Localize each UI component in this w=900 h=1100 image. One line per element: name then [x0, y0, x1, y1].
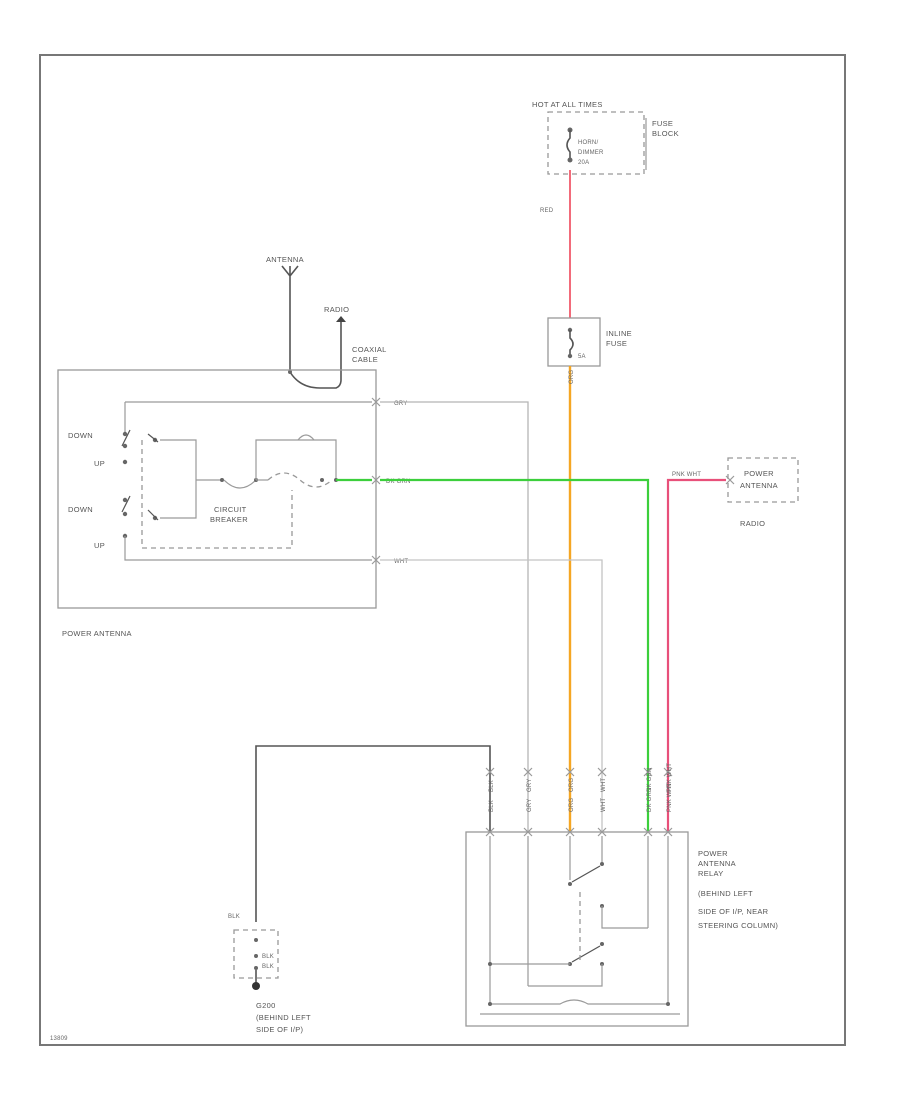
relay-label-1: POWER: [698, 849, 728, 858]
relay-wire-label-blk-2: BLK: [489, 800, 495, 812]
radio-top-label: RADIO: [324, 305, 349, 314]
relay-wire-label-dk-grn-1: DK GRN: [647, 767, 653, 792]
splice-label-2: BLK: [262, 964, 274, 970]
relay-label-6: STEERING COLUMN): [698, 921, 778, 930]
switch-up-label-1: UP: [94, 459, 105, 468]
switch-down-label-2: DOWN: [68, 505, 93, 514]
fuse-terminal-bottom: [567, 157, 573, 163]
splice-label-1: BLK: [262, 954, 274, 960]
circuit-breaker: [196, 434, 338, 489]
relay-wire-label-pnk-wht-1: PNK WHT: [667, 763, 673, 792]
fuse-id-line-2: DIMMER: [578, 150, 604, 156]
splice-box: [233, 929, 279, 979]
relay-label-3: RELAY: [698, 869, 724, 878]
inline-fuse-element: [569, 330, 574, 356]
fuse-block-label-1: FUSE: [652, 119, 673, 128]
radio-box: [727, 457, 799, 503]
inline-fuse-label-2: FUSE: [606, 339, 627, 348]
antenna-junction: [288, 370, 292, 374]
relay-label-2: ANTENNA: [698, 859, 736, 868]
gry-wire: [380, 401, 529, 832]
corner-code: 13809: [50, 1036, 68, 1042]
blk-wire: [255, 745, 491, 922]
fuse-block-box: [547, 111, 645, 175]
fuse-element: [566, 130, 571, 160]
splice-terminal-1: [254, 938, 258, 942]
relay-label-5: SIDE OF I/P, NEAR: [698, 907, 769, 916]
power-antenna-box: [57, 369, 377, 609]
relay-wire-label-dk-grn-2: DK GRN: [647, 787, 653, 812]
inline-fuse-rating: 5A: [578, 354, 586, 360]
red-wire-label: RED: [540, 208, 554, 214]
box-wire-dkgrn-label: DK GRN: [386, 479, 411, 485]
diagram-frame: [39, 54, 846, 1046]
ground-icon: [252, 982, 260, 990]
inline-fuse-terminal-bottom: [567, 353, 573, 359]
antenna-label: ANTENNA: [266, 255, 304, 264]
switch-link: [141, 440, 293, 549]
hot-at-all-times-label: HOT AT ALL TIMES: [532, 100, 603, 109]
motor-switch-1: [121, 401, 372, 480]
relay-wire-label-org-2: ORG: [569, 798, 575, 812]
relay-wire-label-blk-1: BLK: [489, 780, 495, 792]
coaxial-cable-wire: [289, 322, 342, 389]
blk-wire-label: BLK: [228, 914, 240, 920]
radio-connector-icon: [336, 316, 346, 322]
ground-label-3: SIDE OF I/P): [256, 1025, 304, 1034]
fuse-block-label-2: BLOCK: [652, 129, 679, 138]
splice-terminal-3: [254, 966, 258, 970]
box-wire-gry-label: GRY: [394, 401, 408, 407]
radio-box-label-1: POWER: [744, 469, 774, 478]
radio-connector: [725, 475, 735, 485]
relay-internals: [480, 836, 680, 1015]
relay-wire-label-wht-2: WHT: [601, 798, 607, 812]
dkgrn-wire: [336, 478, 650, 832]
antenna-icon: [281, 265, 299, 372]
pnkwht-label: PNK WHT: [672, 472, 701, 478]
wht-wire: [380, 559, 603, 832]
relay-wire-label-pnk-wht-2: PNK WHT: [667, 783, 673, 812]
box-connector-dkgrn: [371, 475, 381, 485]
circuit-breaker-label-2: BREAKER: [210, 515, 248, 524]
relay-wire-label-gry-2: GRY: [527, 799, 533, 813]
fuse-id-line-1: HORN/: [578, 140, 598, 146]
radio-box-label-2: ANTENNA: [740, 481, 778, 490]
splice-terminal-2: [254, 954, 258, 958]
box-connector-gry: [371, 397, 381, 407]
radio-label: RADIO: [740, 519, 765, 528]
ground-label-1: G200: [256, 1001, 276, 1010]
inline-fuse-label-1: INLINE: [606, 329, 632, 338]
relay-wire-label-gry-1: GRY: [527, 779, 533, 793]
coaxial-cable-label-1: COAXIAL: [352, 345, 387, 354]
relay-label-4: (BEHIND LEFT: [698, 889, 753, 898]
box-wire-wht-label: WHT: [394, 559, 408, 565]
coaxial-cable-label-2: CABLE: [352, 355, 378, 364]
circuit-breaker-label-1: CIRCUIT: [214, 505, 247, 514]
power-antenna-label: POWER ANTENNA: [62, 629, 132, 638]
fuse-id-line-3: 20A: [578, 160, 589, 166]
pnkwht-wire: [666, 478, 726, 832]
relay-wire-label-wht-1: WHT: [601, 778, 607, 792]
org-wire-label-1: ORG: [569, 370, 575, 384]
motor-switch-2: [121, 480, 372, 561]
relay-connector-row-1: [485, 767, 673, 777]
ground-label-2: (BEHIND LEFT: [256, 1013, 311, 1022]
relay-box: [465, 831, 689, 1027]
switch-up-label-2: UP: [94, 541, 105, 550]
switch-down-label-1: DOWN: [68, 431, 93, 440]
inline-fuse-box: [547, 317, 601, 367]
relay-wire-label-org-1: ORG: [569, 778, 575, 792]
box-connector-wht: [371, 555, 381, 565]
